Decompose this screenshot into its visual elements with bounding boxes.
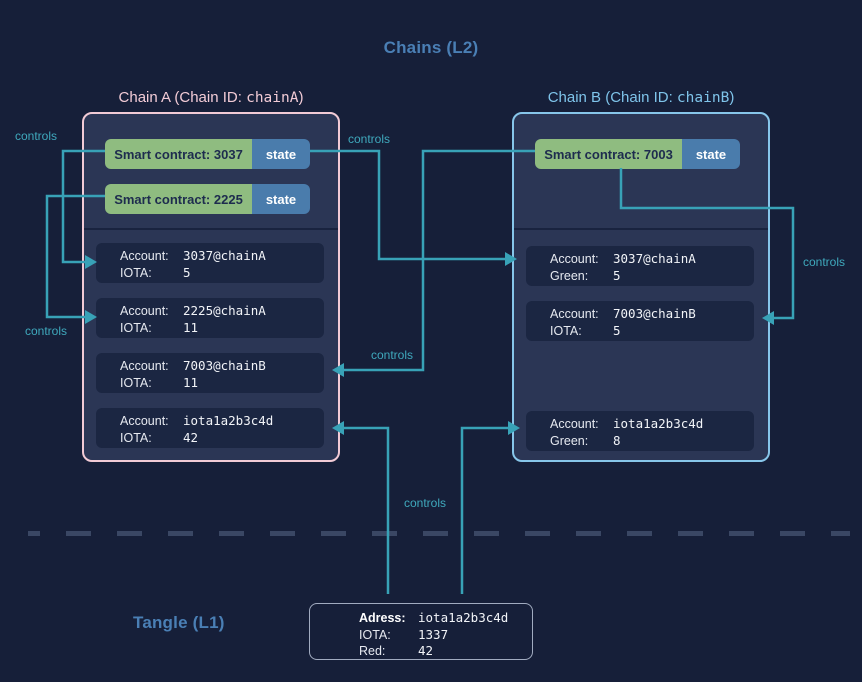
token-label: IOTA: — [550, 323, 582, 338]
smart-contract-7003: Smart contract: 7003 state — [535, 139, 740, 169]
chains-l2-title: Chains (L2) — [383, 38, 479, 57]
chain-a-title: Chain A (Chain ID: chainA) — [82, 89, 340, 106]
red-label: Red: — [359, 644, 386, 658]
l1-address-box: Adress: iota1a2b3c4d IOTA: 1337 Red: 42 — [309, 603, 533, 660]
token-label: IOTA: — [120, 320, 152, 335]
iota-label: IOTA: — [359, 627, 391, 642]
account-value: iota1a2b3c4d — [613, 416, 704, 431]
chain-b-id: chainB — [676, 90, 730, 106]
address-label: Adress: — [359, 611, 406, 625]
smart-contract-7003-state-badge: state — [682, 139, 740, 169]
token-amount: 5 — [183, 264, 191, 280]
chain-a-divider — [84, 228, 338, 230]
token-amount: 5 — [613, 267, 621, 283]
smart-contract-3037-state-badge: state — [252, 139, 310, 169]
token-amount: 11 — [183, 374, 199, 390]
controls-connector-sc7003-to-accountA3 — [343, 149, 535, 372]
smart-contract-2225-state-badge: state — [252, 184, 310, 214]
controls-label-left-top: controls — [15, 129, 58, 143]
chain-b-title-prefix: Chain B (Chain ID: — [547, 89, 677, 106]
account-label: Account: — [120, 414, 169, 428]
token-label: IOTA: — [120, 430, 152, 445]
account-label: Account: — [550, 252, 599, 266]
controls-label-right: controls — [803, 255, 846, 269]
tangle-l1-title: Tangle (L1) — [133, 613, 225, 632]
smart-contract-2225: Smart contract: 2225 state — [105, 184, 310, 214]
account-card-3037-chain-a: Account: 3037@chainA Green: 5 — [526, 246, 754, 286]
chain-b-divider — [514, 228, 768, 230]
token-label: Green: — [550, 268, 589, 283]
controls-label-mid-bottom: controls — [404, 496, 447, 510]
smart-contract-2225-label: Smart contract: 2225 — [105, 184, 252, 214]
account-label: Account: — [550, 307, 599, 321]
smart-contract-7003-label: Smart contract: 7003 — [535, 139, 682, 169]
chain-a-title-prefix: Chain A (Chain ID: — [118, 89, 247, 106]
token-label: IOTA: — [120, 375, 152, 390]
chain-a-box: Smart contract: 3037 state Smart contrac… — [82, 112, 340, 462]
smart-contract-3037: Smart contract: 3037 state — [105, 139, 310, 169]
account-label: Account: — [120, 249, 169, 263]
chain-b-title: Chain B (Chain ID: chainB) — [512, 89, 770, 106]
account-label: Account: — [120, 359, 169, 373]
address-value: iota1a2b3c4d — [418, 610, 509, 625]
iota-amount: 1337 — [418, 626, 449, 642]
controls-label-left-bottom: controls — [25, 324, 68, 338]
token-amount: 8 — [613, 432, 621, 448]
account-value: 7003@chainB — [613, 306, 696, 321]
account-card-7003-chain-b: Account: 7003@chainB IOTA: 11 — [96, 353, 324, 393]
account-card-7003-chain-b: Account: 7003@chainB IOTA: 5 — [526, 301, 754, 341]
controls-connector-l1-to-accountA4 — [343, 426, 390, 594]
account-value: 2225@chainA — [183, 303, 266, 318]
account-label: Account: — [120, 304, 169, 318]
red-amount: 42 — [418, 643, 434, 658]
chain-b-title-suffix: ) — [729, 89, 735, 106]
account-card-iota1a2b3c4d: Account: iota1a2b3c4d Green: 8 — [526, 411, 754, 451]
account-card-3037-chain-a: Account: 3037@chainA IOTA: 5 — [96, 243, 324, 283]
account-card-2225-chain-a: Account: 2225@chainA IOTA: 11 — [96, 298, 324, 338]
account-value: 7003@chainB — [183, 358, 266, 373]
chain-a-title-suffix: ) — [298, 89, 304, 106]
controls-label-mid-top: controls — [348, 132, 391, 146]
chain-a-id: chainA — [246, 90, 299, 106]
chain-b-box: Smart contract: 7003 state Account: 3037@… — [512, 112, 770, 462]
token-label: IOTA: — [120, 265, 152, 280]
token-amount: 5 — [613, 322, 621, 338]
token-label: Green: — [550, 433, 589, 448]
controls-connector-l1-to-accountB3 — [460, 426, 509, 594]
smart-contract-3037-label: Smart contract: 3037 — [105, 139, 252, 169]
account-label: Account: — [550, 417, 599, 431]
account-value: 3037@chainA — [613, 251, 696, 266]
token-amount: 42 — [183, 429, 199, 445]
account-card-iota1a2b3c4d: Account: iota1a2b3c4d IOTA: 42 — [96, 408, 324, 448]
account-value: iota1a2b3c4d — [183, 413, 274, 428]
account-value: 3037@chainA — [183, 248, 266, 263]
token-amount: 11 — [183, 319, 199, 335]
controls-label-mid: controls — [371, 348, 414, 362]
